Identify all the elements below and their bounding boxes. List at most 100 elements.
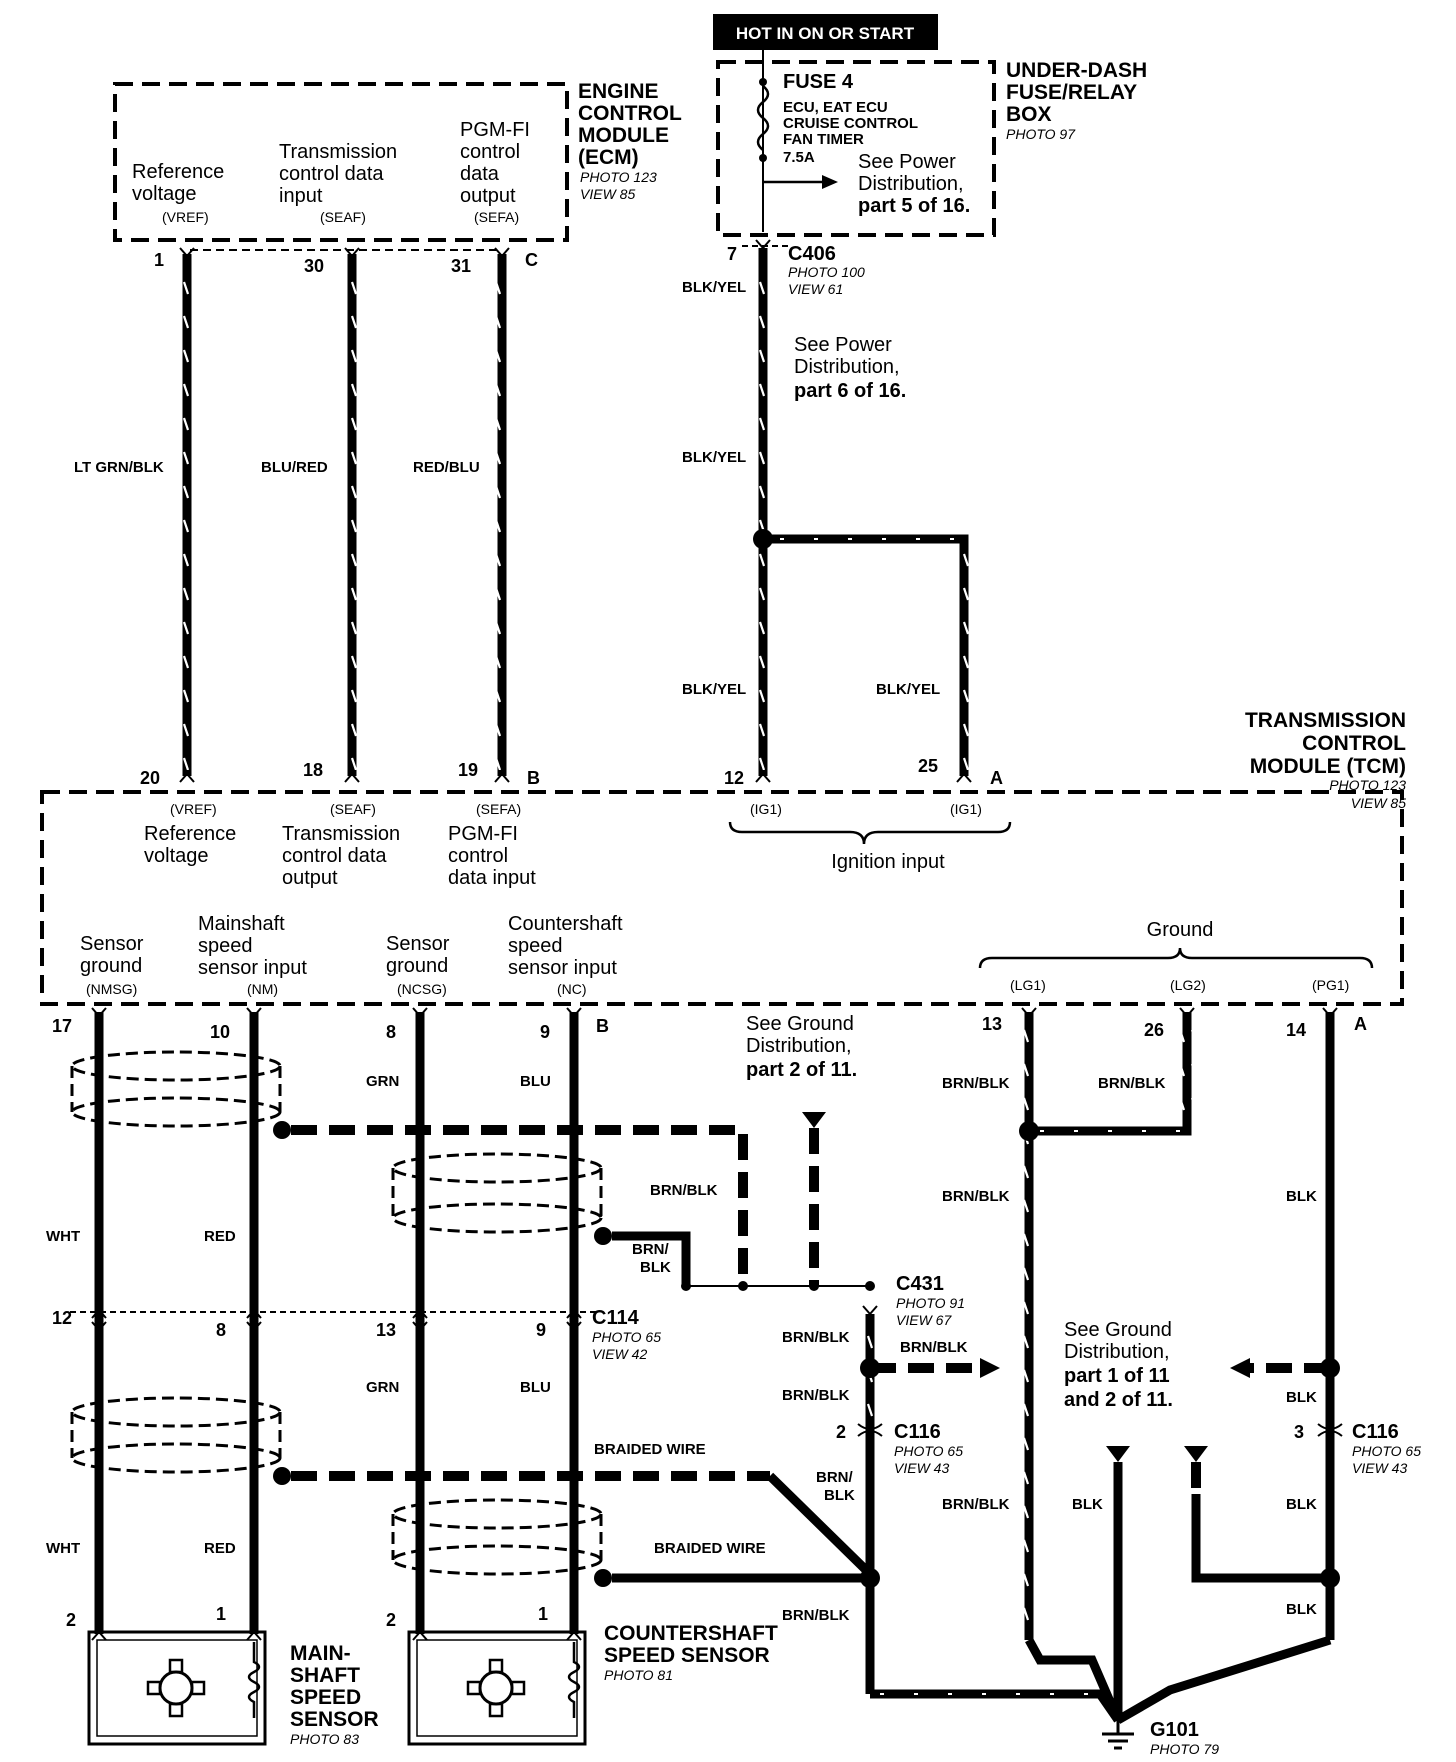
svg-text:ECU, EAT ECU: ECU, EAT ECU [783, 99, 888, 116]
svg-text:UNDER-DASH: UNDER-DASH [1006, 59, 1147, 82]
svg-text:PHOTO 123: PHOTO 123 [580, 169, 657, 185]
svg-text:RED: RED [204, 1228, 236, 1245]
svg-text:part 1 of 11: part 1 of 11 [1064, 1365, 1170, 1387]
svg-text:PHOTO 65: PHOTO 65 [894, 1443, 963, 1459]
c431-connector: C431 PHOTO 91 VIEW 67 [862, 1273, 965, 1328]
svg-text:G101: G101 [1150, 1719, 1199, 1741]
svg-text:control data: control data [282, 845, 387, 867]
svg-text:HOT IN ON OR START: HOT IN ON OR START [736, 24, 915, 43]
svg-text:FAN TIMER: FAN TIMER [783, 131, 864, 148]
svg-text:sensor input: sensor input [508, 957, 617, 979]
c406-connector: 7 C406 PHOTO 100 VIEW 61 [727, 239, 865, 297]
svg-text:Distribution,: Distribution, [1064, 1341, 1170, 1363]
svg-text:COUNTERSHAFT: COUNTERSHAFT [604, 1622, 778, 1645]
tcm-ground-wires: BRN/BLK BRN/BLK BRN/BLK BRN/BLK BLK BLK … [942, 1007, 1421, 1724]
svg-text:(NM): (NM) [247, 981, 278, 997]
tcm-module: TRANSMISSION CONTROL MODULE (TCM) PHOTO … [40, 709, 1406, 1042]
svg-text:CONTROL: CONTROL [578, 102, 682, 125]
c114-connector: 12 8 13 9 C114 PHOTO 65 VIEW 42 [52, 1307, 661, 1362]
svg-text:VIEW 85: VIEW 85 [1351, 795, 1406, 811]
svg-text:BRN/BLK: BRN/BLK [782, 1387, 850, 1404]
svg-text:(SEAF): (SEAF) [320, 209, 366, 225]
svg-text:(VREF): (VREF) [170, 801, 217, 817]
svg-text:data: data [460, 163, 500, 185]
svg-text:MAIN-: MAIN- [290, 1642, 351, 1665]
svg-text:18: 18 [303, 760, 323, 780]
svg-text:(IG1): (IG1) [950, 801, 982, 817]
svg-text:voltage: voltage [144, 845, 209, 867]
svg-text:14: 14 [1286, 1020, 1306, 1040]
svg-text:ground: ground [80, 955, 142, 977]
svg-text:output: output [460, 185, 516, 207]
svg-text:SPEED SENSOR: SPEED SENSOR [604, 1644, 770, 1667]
svg-text:7: 7 [727, 244, 737, 264]
svg-text:8: 8 [216, 1320, 226, 1340]
svg-text:3: 3 [1294, 1422, 1304, 1442]
g101-ground: G101 PHOTO 79 [1102, 1719, 1219, 1757]
svg-text:9: 9 [536, 1320, 546, 1340]
svg-text:See Power: See Power [858, 151, 956, 173]
svg-text:26: 26 [1144, 1020, 1164, 1040]
svg-text:BLU: BLU [520, 1073, 551, 1090]
svg-text:PHOTO 123: PHOTO 123 [1329, 777, 1406, 793]
svg-text:BRN/BLK: BRN/BLK [942, 1075, 1010, 1092]
svg-text:BLK: BLK [1286, 1389, 1317, 1406]
svg-text:10: 10 [210, 1022, 230, 1042]
svg-text:BLK/YEL: BLK/YEL [682, 449, 746, 466]
svg-text:BLK: BLK [1286, 1496, 1317, 1513]
svg-text:19: 19 [458, 760, 478, 780]
svg-text:(SEFA): (SEFA) [474, 209, 519, 225]
svg-text:Ground: Ground [1147, 919, 1214, 941]
svg-text:CONTROL: CONTROL [1302, 732, 1406, 755]
svg-text:WHT: WHT [46, 1228, 80, 1245]
svg-text:PHOTO 81: PHOTO 81 [604, 1667, 673, 1683]
svg-text:VIEW 61: VIEW 61 [788, 281, 843, 297]
svg-text:GRN: GRN [366, 1379, 399, 1396]
svg-text:(IG1): (IG1) [750, 801, 782, 817]
svg-text:and 2 of 11.: and 2 of 11. [1064, 1389, 1173, 1411]
svg-text:(NMSG): (NMSG) [86, 981, 137, 997]
svg-text:(LG2): (LG2) [1170, 977, 1206, 993]
svg-text:BLK: BLK [1072, 1496, 1103, 1513]
svg-text:VIEW 42: VIEW 42 [592, 1346, 647, 1362]
svg-text:voltage: voltage [132, 183, 197, 205]
upper-drain-wires: BRN/BLK BRN/ BLK See Ground Distribution… [291, 1013, 875, 1291]
svg-text:Reference: Reference [144, 823, 236, 845]
svg-text:Distribution,: Distribution, [858, 173, 964, 195]
svg-text:C116: C116 [1352, 1421, 1399, 1443]
svg-text:(SEAF): (SEAF) [330, 801, 376, 817]
svg-text:BRN/BLK: BRN/BLK [782, 1607, 850, 1624]
svg-text:speed: speed [508, 935, 563, 957]
svg-text:13: 13 [982, 1014, 1002, 1034]
svg-text:(NC): (NC) [557, 981, 587, 997]
svg-text:1: 1 [154, 250, 164, 270]
svg-text:C116: C116 [894, 1421, 941, 1443]
svg-text:31: 31 [451, 256, 471, 276]
svg-text:VIEW 67: VIEW 67 [896, 1312, 952, 1328]
svg-text:17: 17 [52, 1016, 72, 1036]
svg-text:Sensor: Sensor [386, 933, 450, 955]
svg-text:(LG1): (LG1) [1010, 977, 1046, 993]
svg-text:(ECM): (ECM) [578, 146, 639, 169]
svg-text:BRN/BLK: BRN/BLK [942, 1496, 1010, 1513]
braided-wires: BRAIDED WIRE BRAIDED WIRE [291, 1441, 870, 1583]
svg-text:BLU: BLU [520, 1379, 551, 1396]
svg-text:part 5 of 16.: part 5 of 16. [858, 195, 970, 217]
svg-text:data input: data input [448, 867, 536, 889]
svg-text:PHOTO 91: PHOTO 91 [896, 1295, 965, 1311]
svg-text:speed: speed [198, 935, 253, 957]
svg-text:part 6 of 16.: part 6 of 16. [794, 380, 906, 402]
svg-text:C: C [525, 250, 538, 270]
svg-text:Mainshaft: Mainshaft [198, 913, 285, 935]
svg-text:(SEFA): (SEFA) [476, 801, 521, 817]
svg-text:2: 2 [836, 1422, 846, 1442]
svg-text:SPEED: SPEED [290, 1686, 361, 1709]
svg-text:See Power: See Power [794, 334, 892, 356]
svg-text:RED/BLU: RED/BLU [413, 459, 480, 476]
svg-text:PHOTO 83: PHOTO 83 [290, 1731, 359, 1747]
svg-text:PGM-FI: PGM-FI [448, 823, 518, 845]
svg-text:Distribution,: Distribution, [794, 356, 900, 378]
svg-text:PHOTO 79: PHOTO 79 [1150, 1741, 1219, 1757]
lower-shields [70, 1396, 612, 1587]
